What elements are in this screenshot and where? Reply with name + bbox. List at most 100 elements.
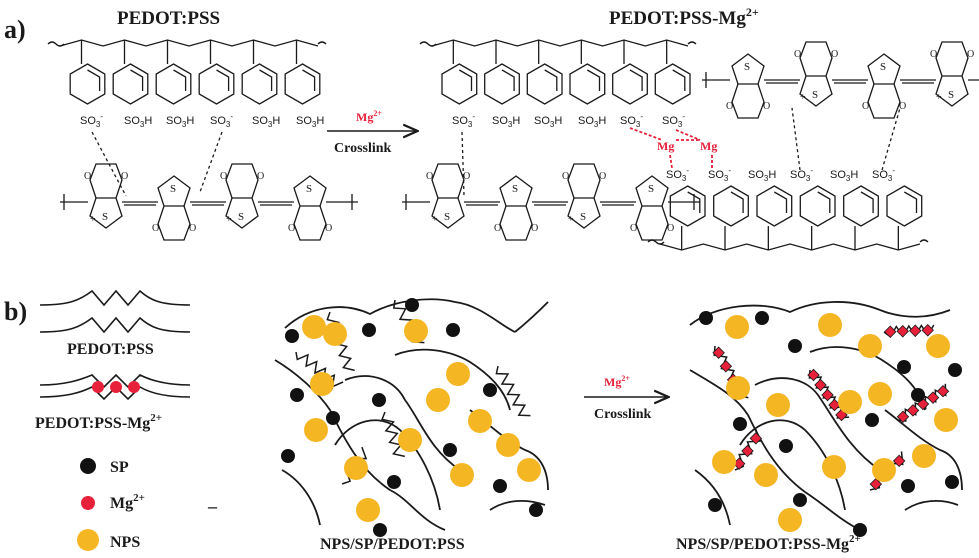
mg-crosslink-node bbox=[719, 360, 733, 373]
ionic-interaction bbox=[881, 107, 901, 171]
sulfur-atom: S bbox=[744, 61, 750, 73]
arrow-ion-label-b: Mg2+ bbox=[604, 374, 630, 389]
nps-particle bbox=[872, 458, 896, 482]
oxygen-atom: O bbox=[257, 171, 264, 182]
aromatic-bond bbox=[817, 191, 831, 213]
arrow-ion-label-a: Mg2+ bbox=[356, 109, 382, 124]
legend-mg-dot-1 bbox=[92, 381, 104, 393]
chain-end bbox=[687, 41, 697, 45]
mg-crosslink-node bbox=[906, 404, 920, 417]
thiophene-ring bbox=[799, 75, 833, 107]
oxygen-atom: O bbox=[967, 49, 974, 60]
oxygen-atom: O bbox=[630, 223, 637, 234]
oxygen-atom: O bbox=[899, 101, 906, 112]
sp-particle bbox=[897, 360, 911, 374]
benzene-ring bbox=[843, 185, 879, 227]
so3-minus-group: SO3- bbox=[620, 112, 643, 129]
left-composite-caption: NPS/SP/PEDOT:PSS bbox=[320, 536, 465, 553]
thiophene-ring bbox=[225, 197, 259, 229]
benzene-ring bbox=[112, 63, 149, 105]
oxygen-atom: O bbox=[862, 101, 869, 112]
legend-pedot-pss-label: PEDOT:PSS bbox=[67, 341, 154, 358]
sp-particle bbox=[387, 475, 401, 489]
mg-crosslink-node bbox=[884, 325, 897, 338]
benzene-ring bbox=[441, 63, 478, 105]
aromatic-bond bbox=[773, 191, 788, 213]
legend-sp-dot bbox=[80, 458, 96, 474]
charge-plus: + bbox=[936, 92, 942, 103]
benzene-ring bbox=[284, 63, 321, 105]
so3h-group: SO3H bbox=[296, 115, 324, 129]
charge-plus: + bbox=[800, 92, 806, 103]
legend-mg-dot-2 bbox=[110, 381, 122, 393]
sulfur-atom: S bbox=[812, 89, 818, 101]
so3h-group: SO3H bbox=[166, 115, 194, 129]
sp-particle bbox=[281, 449, 295, 463]
thiophene-ring bbox=[157, 175, 191, 207]
so3-minus-group: SO3- bbox=[662, 112, 685, 129]
right-composite-caption: NPS/SP/PEDOT:PSS-Mg2+ bbox=[676, 533, 861, 553]
group-label: SO3- bbox=[790, 166, 813, 183]
legend-mg-crosslink-line-top bbox=[39, 373, 191, 389]
sp-particle bbox=[733, 417, 747, 431]
panel-a-right-title: PEDOT:PSS-Mg2+ bbox=[609, 5, 759, 29]
wavy-pedot-segment bbox=[295, 351, 344, 388]
aromatic-bond bbox=[87, 69, 101, 91]
chain-end bbox=[317, 41, 327, 45]
benzene-ring bbox=[669, 185, 706, 227]
arrow-crosslink-label-b: Crosslink bbox=[594, 407, 652, 422]
oxygen-atom: O bbox=[831, 49, 838, 60]
arrow-crosslink-label-a: Crosslink bbox=[334, 141, 392, 156]
mg-crosslink-node bbox=[936, 384, 950, 398]
benzene-ring bbox=[713, 185, 749, 227]
group-label: SO3H bbox=[534, 115, 562, 129]
thiophene-ring bbox=[293, 175, 327, 207]
aromatic-bond bbox=[458, 69, 473, 91]
mg-crosslink-node bbox=[741, 444, 754, 458]
sp-particle bbox=[948, 363, 962, 377]
group-label: SO3- bbox=[666, 166, 689, 183]
sp-particle bbox=[493, 479, 507, 493]
group-label: SO3H bbox=[830, 169, 858, 183]
group-label: SO3H bbox=[296, 115, 324, 129]
mg-ion-label: Mg bbox=[700, 139, 717, 153]
mg-crosslink-node bbox=[896, 410, 910, 424]
aromatic-bond bbox=[259, 69, 273, 91]
nps-particle bbox=[725, 315, 749, 339]
sulfur-atom: S bbox=[102, 211, 108, 223]
panel-a-left-title: PEDOT:PSS bbox=[117, 8, 220, 29]
sp-particle bbox=[911, 388, 925, 402]
mg-ion-label: Mg bbox=[657, 139, 674, 153]
oxygen-atom: O bbox=[667, 223, 674, 234]
sulfur-atom: S bbox=[306, 183, 312, 195]
nps-particle bbox=[912, 444, 936, 468]
nps-particle bbox=[818, 313, 842, 337]
group-label: SO3- bbox=[662, 112, 685, 129]
so3h-group: SO3H bbox=[124, 115, 152, 129]
dioxane-ring bbox=[867, 83, 901, 119]
aromatic-bond bbox=[216, 69, 230, 91]
nps-sp-pedot-pss-mg-network bbox=[689, 301, 963, 537]
group-label: SO3H bbox=[252, 115, 280, 129]
group-label: SO3- bbox=[620, 112, 643, 129]
dioxane-ring bbox=[157, 205, 191, 241]
mg-crosslink-node bbox=[909, 324, 922, 337]
thiophene-ring bbox=[867, 53, 901, 85]
sp-particle bbox=[901, 479, 915, 493]
charge-plus: + bbox=[90, 214, 96, 225]
thiophene-ring bbox=[731, 53, 765, 85]
aromatic-bond bbox=[501, 69, 515, 91]
pss-chain bbox=[647, 185, 929, 251]
nps-particle bbox=[310, 372, 334, 396]
nps-particle bbox=[398, 428, 422, 452]
ionic-interaction bbox=[461, 131, 465, 197]
mg-bond bbox=[629, 127, 663, 141]
nps-particle bbox=[323, 322, 347, 346]
oxygen-atom: O bbox=[494, 223, 501, 234]
mg-crosslink-node bbox=[749, 432, 763, 445]
group-label: SO3- bbox=[210, 112, 233, 129]
legend-pss-line bbox=[39, 316, 191, 334]
